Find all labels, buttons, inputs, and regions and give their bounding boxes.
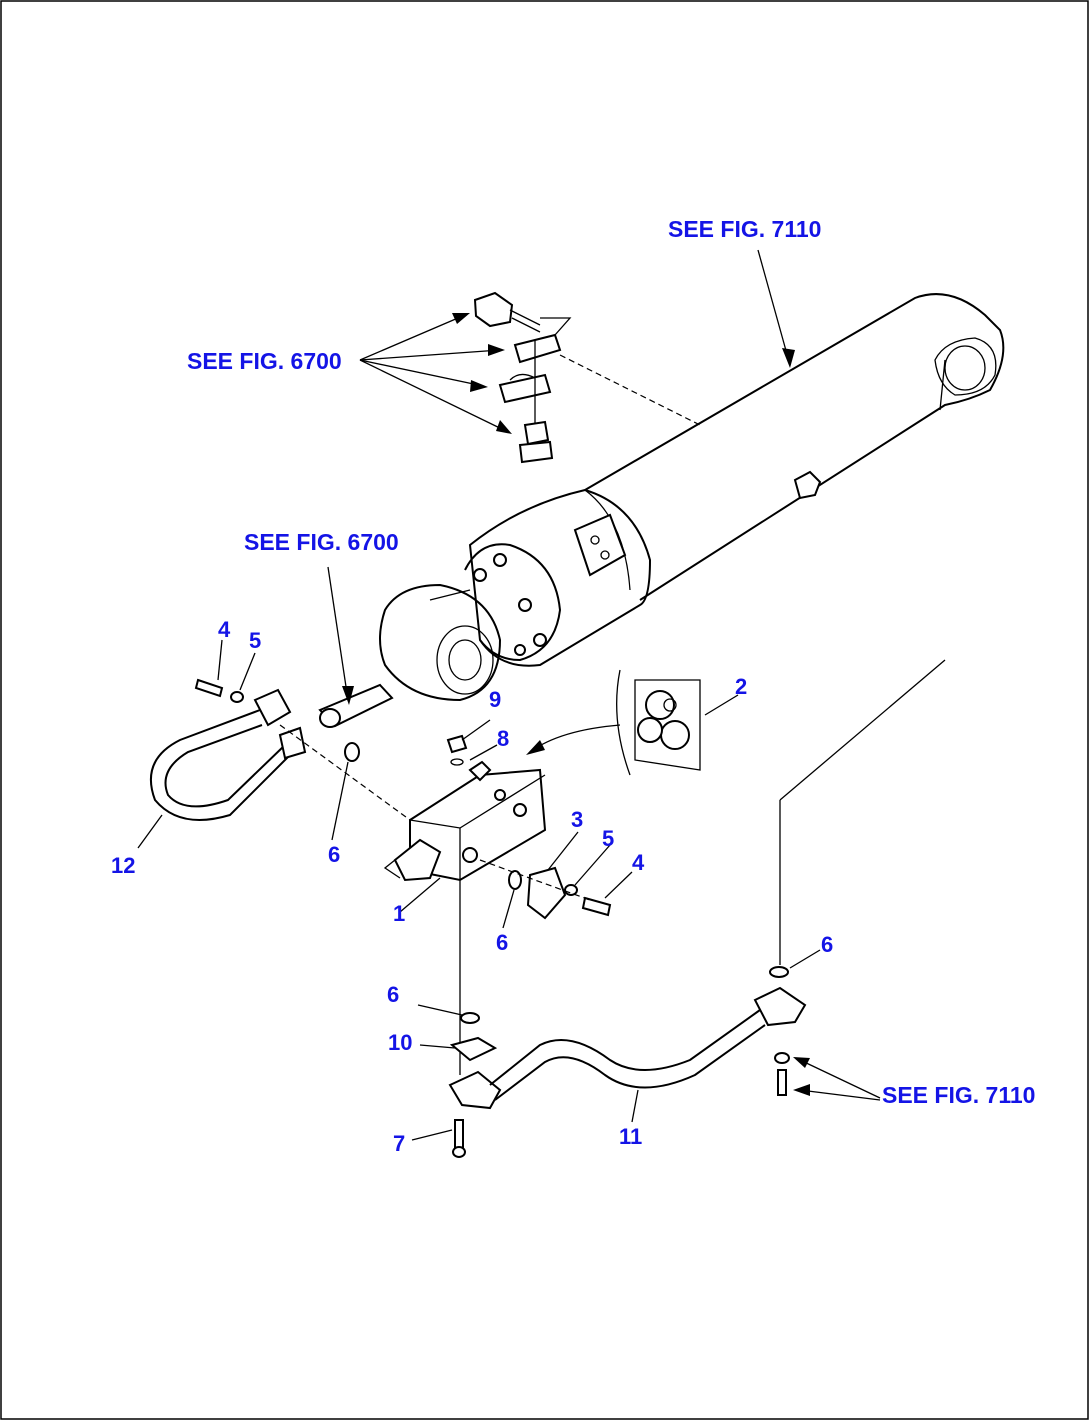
ref-fig-6700-mid: SEE FIG. 6700: [244, 529, 399, 555]
callout-6-d: 6: [821, 932, 833, 957]
ref-fig-7110-bottom: SEE FIG. 7110: [882, 1082, 1035, 1108]
callout-10: 10: [388, 1030, 412, 1055]
callout-11: 11: [619, 1124, 642, 1149]
callout-5-lower: 5: [602, 826, 614, 851]
callout-9: 9: [489, 687, 501, 712]
lower-tube-assembly: [448, 659, 946, 1158]
callout-4-upper: 4: [218, 617, 231, 642]
mounting-bracket-parts: [473, 291, 572, 464]
valve-block: [383, 734, 547, 882]
callout-6-c: 6: [387, 982, 399, 1007]
callout-3: 3: [571, 807, 583, 832]
callout-4-lower: 4: [632, 850, 645, 875]
callout-12: 12: [111, 853, 135, 878]
cover-plate: [479, 859, 612, 920]
callout-2: 2: [735, 674, 747, 699]
callout-6-b: 6: [496, 930, 508, 955]
callout-8: 8: [497, 726, 509, 751]
cylinder-assembly: [379, 293, 1005, 702]
callout-6-a: 6: [328, 842, 340, 867]
callout-5-upper: 5: [249, 628, 261, 653]
callout-1: 1: [393, 901, 405, 926]
ref-fig-6700-top: SEE FIG. 6700: [187, 348, 342, 374]
callout-7: 7: [393, 1131, 405, 1156]
detail-inset: [616, 669, 701, 776]
leader-lines: [137, 249, 881, 1141]
u-tube-pipe: [150, 678, 411, 821]
ref-fig-7110-top: SEE FIG. 7110: [668, 216, 821, 242]
